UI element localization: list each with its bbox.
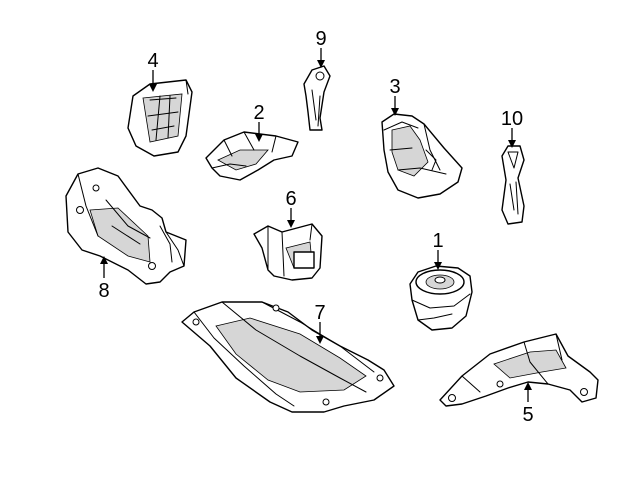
part-6-mount[interactable] [253, 223, 323, 281]
part-2-bracket[interactable] [205, 131, 299, 181]
callout-leaders [100, 48, 532, 402]
callout-3-arrowhead [391, 108, 399, 116]
callout-3: 3 [389, 76, 400, 98]
callout-labels: 4 2 9 3 10 6 1 7 8 5 [98, 28, 533, 426]
callout-4: 4 [147, 50, 158, 72]
part-9-bracket[interactable] [303, 65, 331, 131]
callout-2-arrowhead [255, 134, 263, 142]
part-1-mount[interactable] [409, 265, 473, 331]
part-7-crossmember[interactable] [181, 301, 395, 413]
part-5-bracket[interactable] [439, 333, 599, 407]
callout-6: 6 [285, 188, 296, 210]
callout-7: 7 [314, 302, 325, 324]
callout-6-arrowhead [287, 220, 295, 228]
part-10-link[interactable] [501, 145, 525, 225]
callout-7-arrowhead [316, 336, 324, 344]
callout-10: 10 [501, 108, 523, 130]
callout-2: 2 [253, 102, 264, 124]
callout-5-arrowhead [524, 382, 532, 390]
callout-8: 8 [98, 280, 109, 302]
part-4-bracket[interactable] [127, 79, 193, 157]
callout-1: 1 [432, 230, 443, 252]
part-8-bracket[interactable] [65, 167, 187, 285]
callout-5: 5 [522, 404, 533, 426]
callout-9-arrowhead [317, 60, 325, 68]
callout-4-arrowhead [149, 84, 157, 92]
callout-9: 9 [315, 28, 326, 50]
part-3-cover[interactable] [381, 113, 463, 199]
callout-8-arrowhead [100, 256, 108, 264]
callout-10-arrowhead [508, 140, 516, 148]
callout-1-arrowhead [434, 262, 442, 270]
